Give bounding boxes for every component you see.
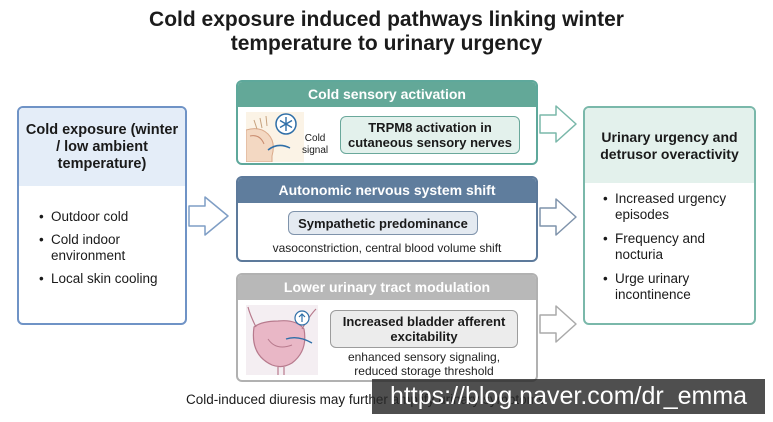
list-item: Urge urinary incontinence xyxy=(603,271,753,303)
arrow-left-to-middle xyxy=(188,196,229,236)
cold-exposure-heading: Cold exposure (winter / low ambient temp… xyxy=(19,108,185,186)
arrow-panel2-to-right xyxy=(539,198,577,236)
lower-urinary-note: enhanced sensory signaling, reduced stor… xyxy=(347,350,501,378)
trpm8-box: TRPM8 activation in cutaneous sensory ne… xyxy=(340,116,520,154)
panel-header: Autonomic nervous system shift xyxy=(238,178,536,203)
urinary-urgency-heading: Urinary urgency and detrusor overactivit… xyxy=(585,108,754,183)
panel-header: Lower urinary tract modulation xyxy=(238,275,536,300)
bladder-icon xyxy=(246,305,318,375)
list-item: Increased urgency episodes xyxy=(603,191,753,223)
cold-exposure-list: Outdoor cold Cold indoor environment Loc… xyxy=(39,209,179,294)
watermark-url: https://blog.naver.com/dr_emma xyxy=(372,379,765,414)
sympathetic-box: Sympathetic predominance xyxy=(288,211,478,235)
bladder-afferent-box: Increased bladder afferent excitability xyxy=(330,310,518,348)
cold-sensory-panel: Cold sensory activation Cold signal TRPM… xyxy=(236,80,538,165)
list-item: Cold indoor environment xyxy=(39,232,179,264)
list-item: Outdoor cold xyxy=(39,209,179,225)
title-line-2: temperature to urinary urgency xyxy=(230,32,543,55)
title-line-1: Cold exposure induced pathways linking w… xyxy=(149,8,624,31)
arrow-panel3-to-right xyxy=(539,305,577,343)
arrow-panel1-to-right xyxy=(539,105,577,143)
autonomic-note: vasoconstriction, central blood volume s… xyxy=(272,241,502,255)
skin-snowflake-icon xyxy=(246,112,304,162)
urinary-urgency-list: Increased urgency episodes Frequency and… xyxy=(603,191,753,311)
lower-urinary-panel: Lower urinary tract modulation Increased… xyxy=(236,273,538,382)
list-item: Local skin cooling xyxy=(39,271,179,287)
urinary-urgency-box: Urinary urgency and detrusor overactivit… xyxy=(583,106,756,325)
cold-signal-label: Cold signal xyxy=(302,133,329,156)
page-title: Cold exposure induced pathways linking w… xyxy=(0,8,773,56)
list-item: Frequency and nocturia xyxy=(603,231,753,263)
autonomic-panel: Autonomic nervous system shift Sympathet… xyxy=(236,176,538,262)
cold-exposure-box: Cold exposure (winter / low ambient temp… xyxy=(17,106,187,325)
panel-header: Cold sensory activation xyxy=(238,82,536,107)
